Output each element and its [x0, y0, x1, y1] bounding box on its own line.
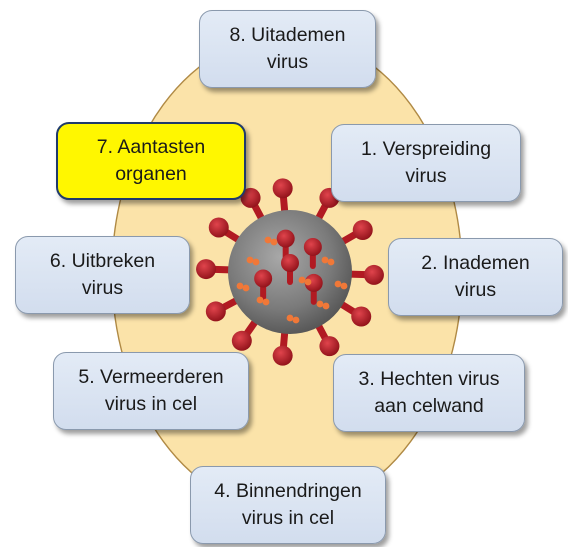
step-3-label: 3. Hechten virus aan celwand: [359, 366, 500, 420]
step-8-label: 8. Uitademen virus: [230, 22, 346, 76]
virus-spike-head: [232, 331, 252, 351]
step-4-label: 4. Binnendringen virus in cel: [214, 478, 361, 532]
virus-spike-head: [277, 230, 295, 248]
virus-spike-head: [273, 346, 293, 366]
virus-spot: [263, 299, 270, 306]
step-1-label: 1. Verspreiding virus: [361, 136, 491, 190]
step-7-label: 7. Aantasten organen: [97, 134, 205, 188]
virus-spot: [317, 301, 324, 308]
virus-spike-head: [273, 178, 293, 198]
step-6-label: 6. Uitbreken virus: [50, 248, 155, 302]
virus-spike-head: [206, 301, 226, 321]
virus-spot: [287, 315, 294, 322]
virus-spot: [299, 277, 306, 284]
step-2-label: 2. Inademen virus: [421, 250, 529, 304]
step-3-box: 3. Hechten virus aan celwand: [333, 354, 525, 432]
virus-spot: [243, 285, 250, 292]
virus-spot: [237, 283, 244, 290]
step-6-box: 6. Uitbreken virus: [15, 236, 190, 314]
virus-spot: [323, 303, 330, 310]
virus-spike-head: [319, 336, 339, 356]
step-1-box: 1. Verspreiding virus: [331, 124, 521, 202]
step-2-box: 2. Inademen virus: [388, 238, 563, 316]
virus-spike-head: [353, 220, 373, 240]
virus-spot: [305, 279, 312, 286]
virus-spot: [322, 257, 329, 264]
virus-spike-head: [209, 217, 229, 237]
virus-spike-head: [254, 270, 272, 288]
virus-spot: [257, 297, 264, 304]
step-5-box: 5. Vermeerderen virus in cel: [53, 352, 249, 430]
step-4-box: 4. Binnendringen virus in cel: [190, 466, 386, 544]
virus-spot: [271, 239, 278, 246]
step-5-label: 5. Vermeerderen virus in cel: [78, 364, 223, 418]
virus-spot: [328, 259, 335, 266]
virus-spike-head: [196, 259, 216, 279]
virus-spot: [341, 283, 348, 290]
virus-spike-head: [281, 254, 299, 272]
virus-spot: [265, 237, 272, 244]
virus-spike-head: [364, 265, 384, 285]
virus-spot: [247, 257, 254, 264]
step-7-box-highlighted: 7. Aantasten organen: [56, 122, 246, 200]
virus-spike-head: [304, 238, 322, 256]
virus-spot: [253, 259, 260, 266]
step-8-box: 8. Uitademen virus: [199, 10, 376, 88]
virus-spot: [293, 317, 300, 324]
virus-spot: [335, 281, 342, 288]
virus-spike-head: [351, 307, 371, 327]
